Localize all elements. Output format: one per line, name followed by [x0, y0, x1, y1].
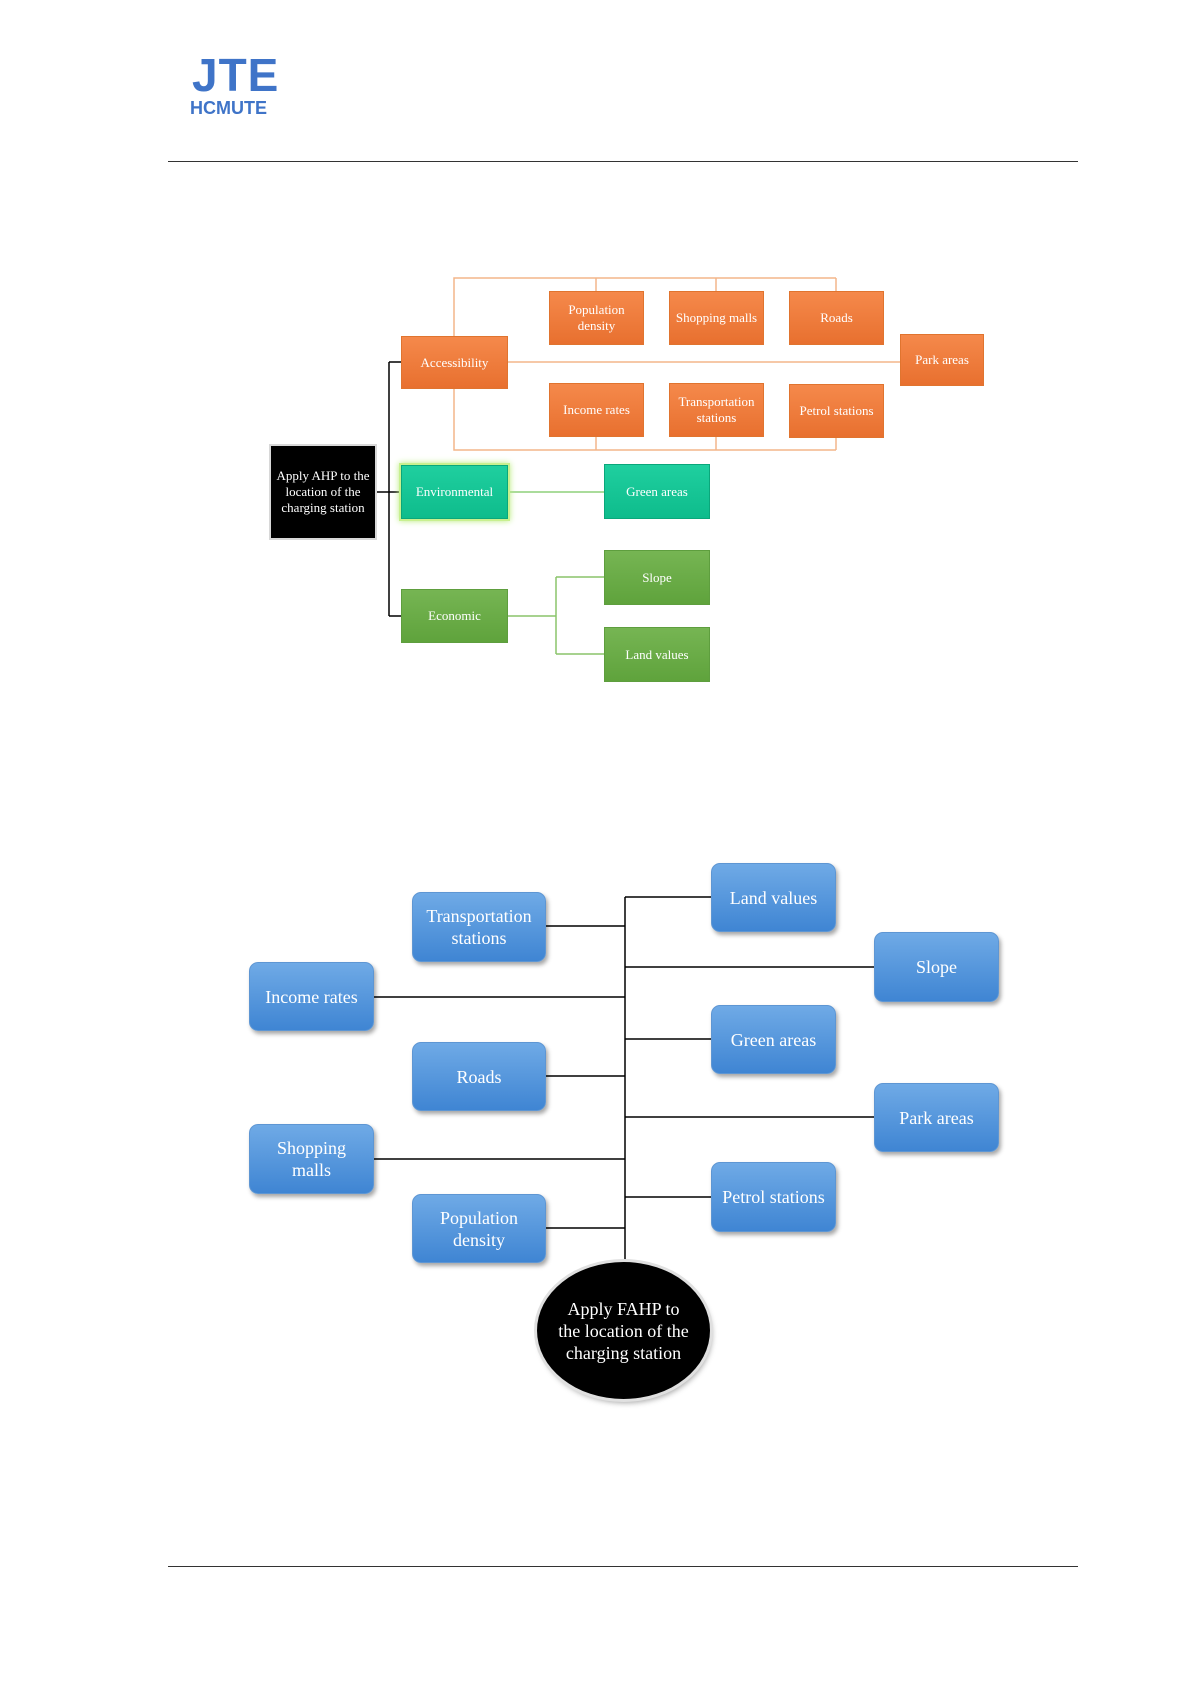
fahp-population-density-node: Population density — [412, 1194, 546, 1263]
ahp-economic-connectors — [508, 576, 604, 655]
ahp-population-density-node: Population density — [549, 291, 644, 345]
ahp-income-rates-node: Income rates — [549, 383, 644, 437]
fahp-park-areas-node: Park areas — [874, 1083, 999, 1152]
ahp-environmental-node: Environmental — [401, 465, 508, 519]
fahp-petrol-stations-node: Petrol stations — [711, 1162, 836, 1232]
fahp-roads-node: Roads — [412, 1042, 546, 1111]
fahp-income-rates-label: Income rates — [265, 986, 358, 1007]
ahp-accessibility-connectors — [453, 277, 900, 451]
ahp-petrol-stations-label: Petrol stations — [799, 403, 874, 418]
ahp-petrol-stations-node: Petrol stations — [789, 384, 884, 438]
fahp-shopping-malls-label: Shopping malls — [276, 1138, 346, 1180]
ahp-accessibility-label: Accessibility — [420, 354, 489, 370]
fahp-transportation-stations-label: Transportation stations — [426, 906, 532, 948]
ahp-root-connectors — [375, 361, 401, 617]
fahp-green-areas-label: Green areas — [730, 1029, 817, 1050]
ahp-environmental-label: Environmental — [415, 484, 494, 499]
ahp-transportation-stations-label: Transportation stations — [678, 394, 755, 425]
ahp-transportation-stations-node: Transportation stations — [669, 383, 764, 437]
fahp-root-label: Apply FAHP to the location of the chargi… — [558, 1298, 689, 1363]
fahp-green-areas-node: Green areas — [711, 1005, 836, 1074]
ahp-economic-node: Economic — [401, 589, 508, 643]
ahp-accessibility-node: Accessibility — [401, 336, 508, 389]
ahp-land-values-label: Land values — [625, 646, 689, 662]
fahp-roads-label: Roads — [456, 1066, 502, 1087]
fahp-land-values-node: Land values — [711, 863, 836, 932]
fahp-slope-node: Slope — [874, 932, 999, 1002]
ahp-green-areas-node: Green areas — [604, 464, 710, 519]
ahp-park-areas-node: Park areas — [900, 334, 984, 386]
ahp-slope-label: Slope — [642, 569, 672, 585]
fahp-park-areas-label: Park areas — [899, 1107, 974, 1128]
header-rule — [168, 161, 1078, 162]
fahp-root-node: Apply FAHP to the location of the chargi… — [537, 1262, 710, 1399]
journal-logo-hcmute: HCMUTE — [190, 98, 267, 118]
journal-logo-jte: JTE — [192, 49, 280, 101]
ahp-population-density-label: Population density — [568, 302, 625, 333]
fahp-slope-label: Slope — [915, 957, 957, 977]
fahp-petrol-stations-label: Petrol stations — [722, 1187, 825, 1207]
ahp-slope-node: Slope — [604, 550, 710, 605]
fahp-land-values-label: Land values — [729, 887, 818, 908]
fahp-transportation-stations-node: Transportation stations — [412, 892, 546, 962]
ahp-root-label: Apply AHP to the location of the chargin… — [276, 468, 370, 515]
ahp-shopping-malls-label: Shopping malls — [675, 310, 758, 325]
ahp-roads-label: Roads — [820, 310, 853, 325]
ahp-land-values-node: Land values — [604, 627, 710, 682]
ahp-park-areas-label: Park areas — [915, 352, 969, 367]
fahp-income-rates-node: Income rates — [249, 962, 374, 1031]
fahp-shopping-malls-node: Shopping malls — [249, 1124, 374, 1194]
fahp-population-density-label: Population density — [439, 1207, 518, 1250]
footer-rule — [168, 1566, 1078, 1567]
ahp-root-node: Apply AHP to the location of the chargin… — [269, 444, 377, 540]
ahp-green-areas-label: Green areas — [626, 483, 688, 499]
fahp-connectors — [374, 896, 874, 1262]
ahp-economic-label: Economic — [428, 608, 481, 623]
ahp-income-rates-label: Income rates — [563, 402, 630, 417]
ahp-roads-node: Roads — [789, 291, 884, 345]
ahp-shopping-malls-node: Shopping malls — [669, 291, 764, 345]
